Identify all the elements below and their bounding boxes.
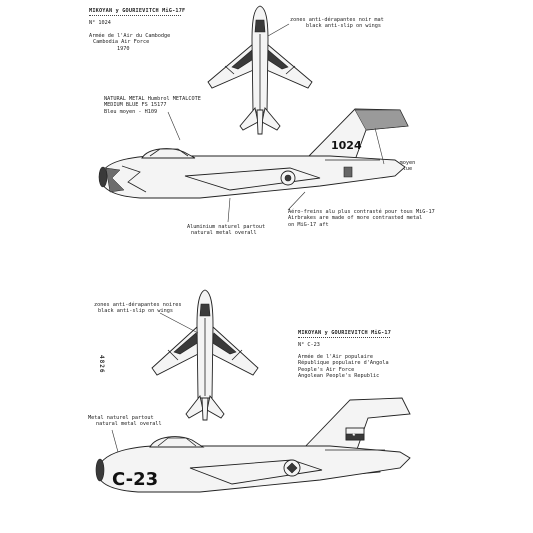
star-icon: ★ [352, 431, 356, 438]
aircraft-1-header-line: Cambodia Air Force [93, 39, 150, 46]
label-line: MEDIUM BLUE FS 15177 [104, 102, 167, 109]
aircraft-2-header: MIKOYAN y GOURIEVITCH MiG-17 N° C-23 Arm… [298, 330, 391, 379]
label-line: Metal naturel partout [88, 415, 154, 421]
aircraft-1-header: MIKOYAN y GOURIEVITCH MiG-17F N° 1024 Ar… [89, 8, 185, 52]
aircraft-2-header-line: Armée de l'Air populaire [298, 353, 373, 360]
label-line: Aluminium naturel partout [187, 224, 266, 230]
label-line: Aéro-freins alu plus contrasté pour tous… [288, 209, 435, 215]
aircraft-2-header-line: Angolean People's Republic [298, 373, 380, 380]
aircraft-2-overall-label: Metal naturel partout natural metal over… [88, 415, 162, 428]
label-line: Airbrakes are made of more contrasted me… [288, 215, 423, 222]
aircraft-2-header-line: République populaire d'Angola [298, 360, 389, 367]
header-rule [89, 15, 181, 19]
label-line: black anti-slip on wings [98, 308, 173, 315]
label-line: Bleu moyen - H109 [104, 108, 158, 115]
aircraft-1-header-line: Armée de l'Air du Cambodge [89, 32, 171, 39]
label-line: black anti-slip on wings [306, 23, 381, 30]
aircraft-2-header-line: MIKOYAN y GOURIEVITCH MiG-17 [298, 330, 392, 336]
label-line: NATURAL METAL Humbrol METALCOTE [104, 96, 201, 102]
header-rule [298, 337, 390, 341]
aircraft-2-anti-slip-label: zones anti-dérapantes noires black anti-… [94, 302, 181, 315]
label-line: natural metal overall [96, 421, 162, 428]
aircraft-1-header-line: 1970 [117, 45, 130, 52]
aircraft-2-serial: C-23 [112, 469, 158, 490]
aircraft-1-colors-label: NATURAL METAL Humbrol METALCOTE MEDIUM B… [104, 96, 201, 115]
aircraft-1-header-line: MIKOYAN y GOURIEVITCH MiG-17F [89, 8, 186, 14]
label-line: on MiG-17 aft [288, 221, 329, 228]
aircraft-1-serial: 1024 [331, 139, 362, 152]
aircraft-2-header-line: N° C-23 [298, 342, 320, 349]
aircraft-1-anti-slip-label: zones anti-dérapantes noir mat black ant… [290, 17, 384, 30]
label-line: natural metal overall [191, 230, 257, 237]
aircraft-1-header-line: N° 1024 [89, 20, 111, 27]
aircraft-2-header-line: People's Air Force [298, 366, 355, 373]
aircraft-1-overall-label: Aluminium naturel partout natural metal … [187, 224, 265, 237]
label-line: zones anti-dérapantes noires [94, 302, 182, 308]
label-line: zones anti-dérapantes noir mat [290, 17, 384, 23]
aircraft-1-airbrakes-label: Aéro-freins alu plus contrasté pour tous… [288, 209, 435, 228]
